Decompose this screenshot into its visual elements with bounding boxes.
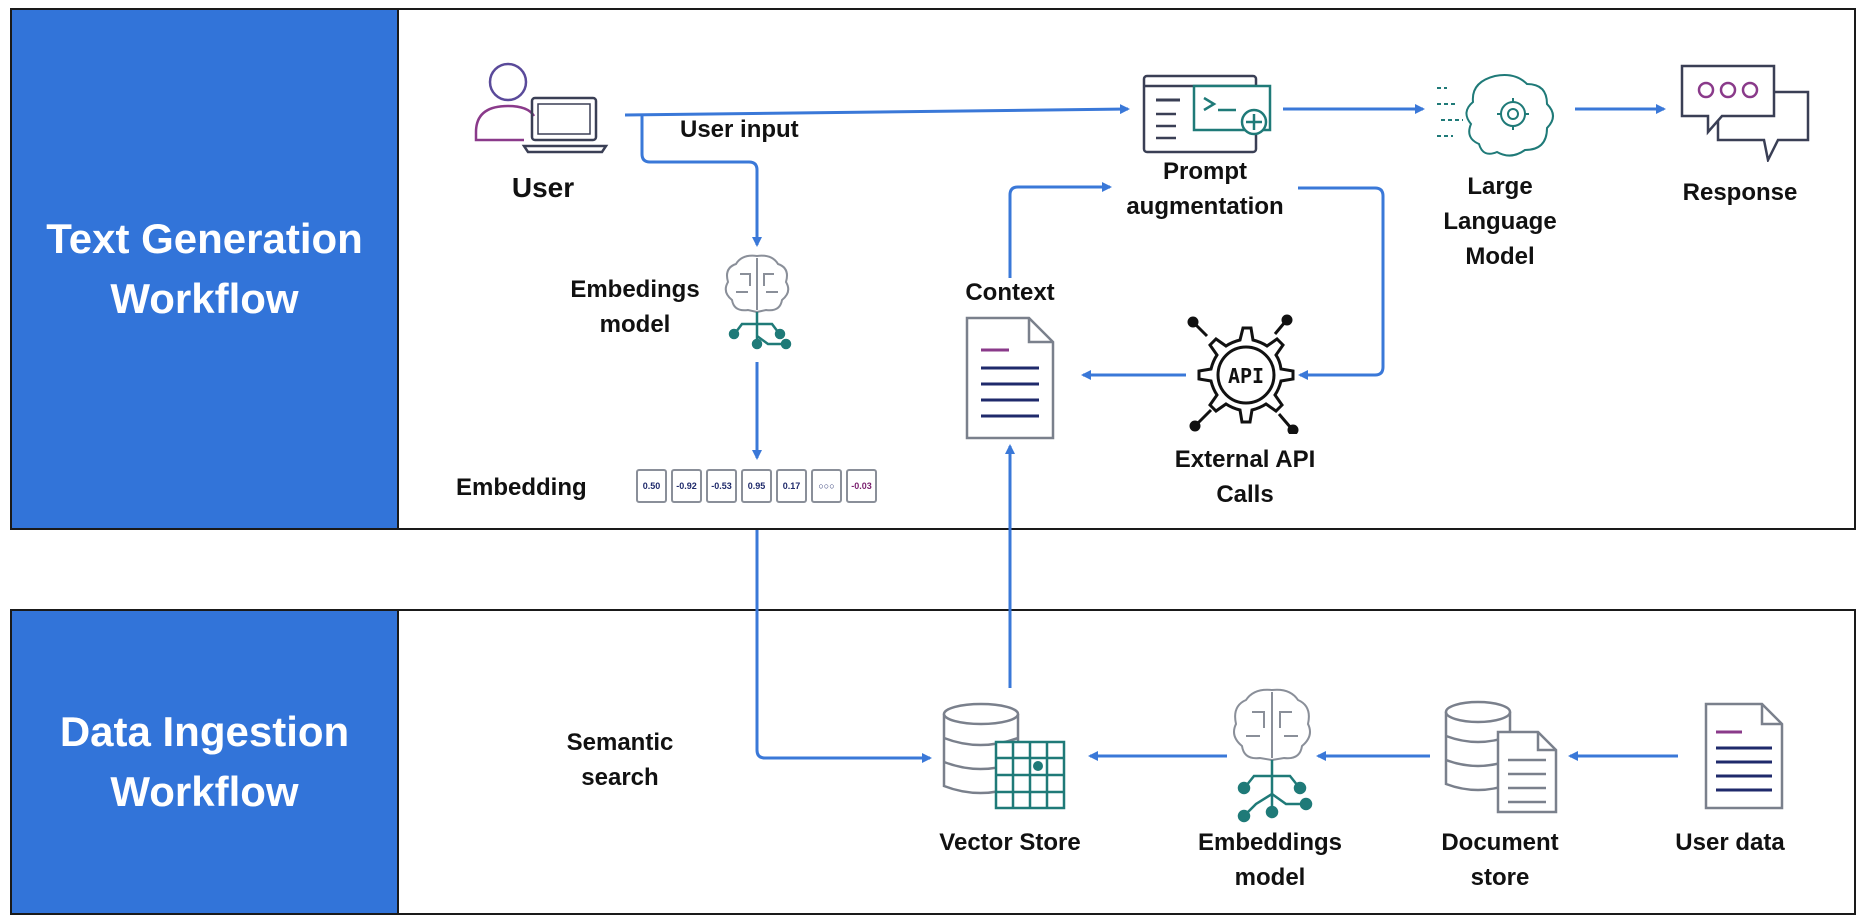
- text-generation-title: Text Generation Workflow: [46, 215, 363, 322]
- embedding-cell: -0.92: [671, 469, 702, 503]
- arrow-user-to-prompt: [624, 104, 1130, 117]
- large-language-model-label: Large Language Model: [1443, 173, 1557, 270]
- embedding-cell: -0.53: [706, 469, 737, 503]
- data-ingestion-title: Data Ingestion Workflow: [59, 708, 350, 815]
- document-store-label: Document store: [1441, 829, 1559, 891]
- embedding-label: Embedding: [456, 474, 587, 501]
- embeddings-model-brain-icon: [724, 254, 792, 350]
- text-generation-sidebar: Text Generation Workflow: [12, 10, 399, 528]
- embedding-cell: 0.95: [741, 469, 772, 503]
- arrow-context-to-prompt: [1008, 182, 1112, 278]
- embeddings-model-bottom-label: Embeddings model: [1197, 829, 1342, 891]
- user-input-label: User input: [680, 116, 799, 143]
- user-data-document-icon: [1704, 702, 1784, 810]
- context-document-icon: [965, 316, 1055, 440]
- embeddings-model-bottom-brain-icon: [1233, 688, 1313, 823]
- user-label: User: [511, 172, 575, 203]
- api-gear-icon: API: [1187, 314, 1299, 434]
- response-chat-icon: [1680, 64, 1810, 162]
- semantic-search-label: Semantic search: [566, 729, 674, 791]
- embedding-cell: 0.17: [776, 469, 807, 503]
- embedding-cell: 0.50: [636, 469, 667, 503]
- arrow-user-to-embeddings: [640, 115, 762, 247]
- external-api-calls-label: External API Calls: [1174, 446, 1316, 508]
- prompt-augmentation-label: Prompt augmentation: [1126, 158, 1284, 220]
- response-label: Response: [1682, 179, 1798, 206]
- embedding-cell: -0.03: [846, 469, 877, 503]
- vector-store-label: Vector Store: [939, 829, 1081, 856]
- text-generation-panel: Text Generation Workflow: [10, 8, 1856, 530]
- embedding-vector: 0.50 -0.92 -0.53 0.95 0.17 ○○○ -0.03: [636, 469, 877, 503]
- data-ingestion-sidebar: Data Ingestion Workflow: [12, 611, 399, 913]
- prompt-augmentation-icon: [1142, 74, 1272, 154]
- arrow-prompt-to-api: [1298, 186, 1385, 380]
- document-store-icon: [1444, 700, 1558, 814]
- user-data-label: User data: [1675, 829, 1785, 856]
- embeddings-model-top-label: Embedings model: [570, 276, 700, 338]
- user-icon: [474, 62, 609, 154]
- arrow-semantic-search: [755, 530, 932, 763]
- api-badge-text: API: [1228, 364, 1264, 388]
- llm-brain-icon: [1437, 74, 1554, 157]
- vector-store-icon: [942, 702, 1066, 810]
- embedding-cell: ○○○: [811, 469, 842, 503]
- context-label: Context: [965, 279, 1055, 306]
